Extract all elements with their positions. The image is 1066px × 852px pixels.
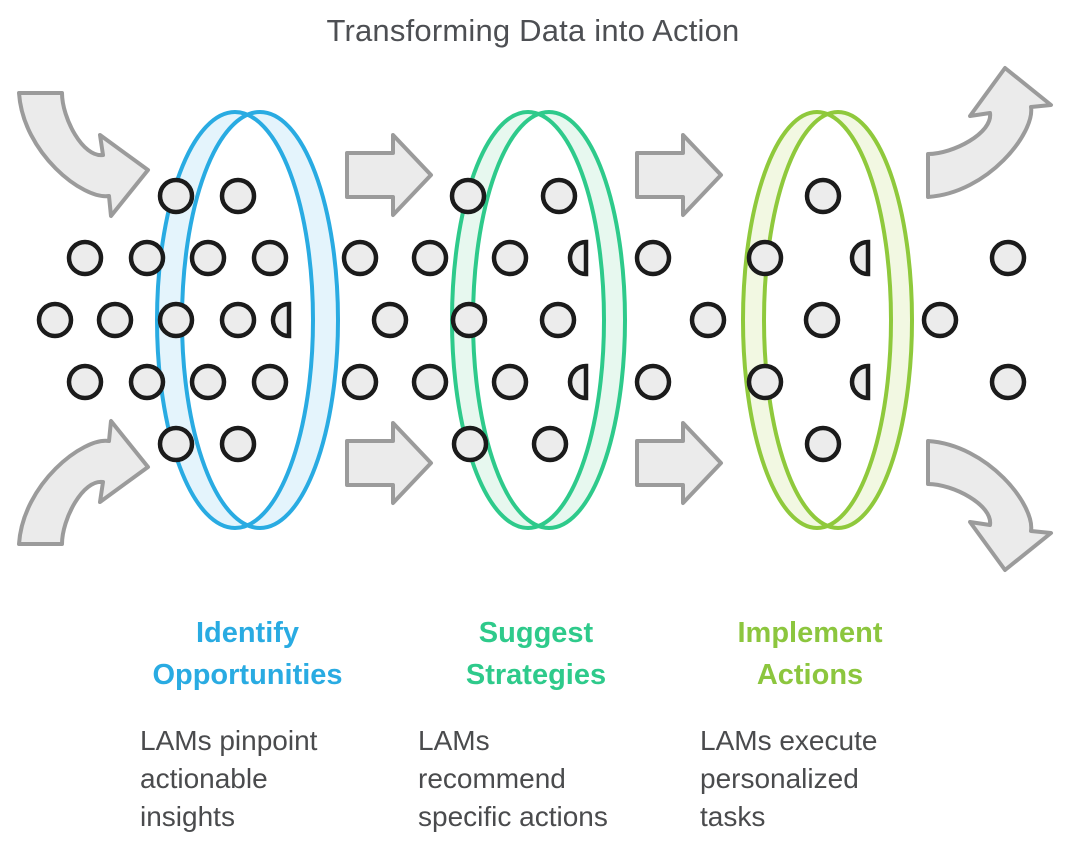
desc-line: recommend [418,763,566,794]
data-dot [157,301,195,339]
stage-ring-implement [741,110,914,530]
desc-line: LAMs execute [700,725,878,756]
data-dot [989,363,1027,401]
data-dot [411,363,449,401]
stage-implement-column: Implement Actions LAMs execute personali… [692,600,928,836]
data-dot [189,239,227,277]
data-dot [128,363,166,401]
data-dot [746,363,784,401]
data-flow-diagram [17,66,1053,572]
curved-flow-arrow-bottom-right-icon [926,439,1053,572]
data-dot [491,239,529,277]
stage-implement-heading-line2: Actions [756,659,864,691]
straight-flow-arrow-icon [635,133,723,217]
data-dots-layer [36,177,1027,463]
stage-suggest-heading-line1: Suggest [478,617,594,649]
data-dot [219,177,257,215]
curved-flow-arrow-top-right-icon [926,66,1053,199]
stage-labels: Identify Opportunities LAMs pinpoint act… [0,600,1066,852]
data-dot [251,363,289,401]
data-dot [689,301,727,339]
data-dot [411,239,449,277]
data-dot [531,425,569,463]
ring-outline [762,110,914,530]
desc-line: specific actions [418,801,608,832]
data-dot [804,425,842,463]
data-dot [540,177,578,215]
data-dot [803,301,841,339]
flow-arrows-layer [17,66,1053,572]
ring-outline [741,110,893,530]
straight-flow-arrow-icon [345,421,433,505]
data-dot [341,363,379,401]
stage-suggest-heading: Suggest Strategies [406,612,666,696]
data-dot [450,301,488,339]
data-dot [451,425,489,463]
stage-implement-heading: Implement Actions [692,612,928,696]
data-dot [804,177,842,215]
stage-suggest-heading-line2: Strategies [465,659,607,691]
data-dot [66,239,104,277]
data-dot-half [567,239,589,277]
stage-identify-description: LAMs pinpoint actionable insights [125,722,370,836]
data-dot [341,239,379,277]
stage-suggest-description: LAMs recommend specific actions [406,722,666,836]
straight-flow-arrow-icon [635,421,723,505]
data-dot-half [567,363,589,401]
curved-flow-arrow-bottom-left-icon [17,419,150,546]
data-dot [36,301,74,339]
data-dot [219,301,257,339]
data-dot [189,363,227,401]
data-dot [128,239,166,277]
stage-identify-heading-line1: Identify [195,617,300,649]
data-dot [746,239,784,277]
data-dot [989,239,1027,277]
desc-line: actionable [140,763,268,794]
data-dot [634,239,672,277]
data-dot [219,425,257,463]
stage-suggest-column: Suggest Strategies LAMs recommend specif… [406,600,666,836]
stage-implement-heading-line1: Implement [737,617,883,649]
data-dot [96,301,134,339]
data-dot [157,425,195,463]
desc-line: tasks [700,801,766,832]
data-dot [539,301,577,339]
data-dot [634,363,672,401]
data-dot [66,363,104,401]
desc-line: personalized [700,763,859,794]
ring-outline [155,110,315,530]
data-dot [371,301,409,339]
stage-rings-layer [155,110,914,530]
stage-identify-column: Identify Opportunities LAMs pinpoint act… [125,600,370,836]
data-dot-half [849,239,871,277]
data-dot [491,363,529,401]
data-dot [449,177,487,215]
data-dot [251,239,289,277]
desc-line: LAMs pinpoint [140,725,318,756]
curved-flow-arrow-top-left-icon [17,91,150,218]
straight-flow-arrow-icon [345,133,433,217]
data-dot [921,301,959,339]
desc-line: LAMs [418,725,490,756]
diagram-title: Transforming Data into Action [326,13,740,48]
desc-line: insights [140,801,235,832]
stage-identify-heading-line2: Opportunities [152,659,343,691]
stage-implement-description: LAMs execute personalized tasks [692,722,928,836]
data-dot-half [849,363,871,401]
data-dot [157,177,195,215]
stage-identify-heading: Identify Opportunities [125,612,370,696]
data-dot-half [270,301,292,339]
